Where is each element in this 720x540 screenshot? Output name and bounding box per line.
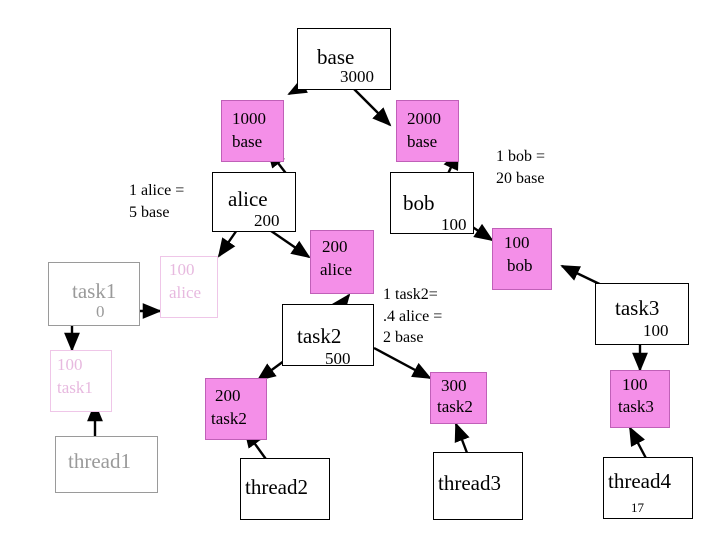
node-unit-200-task2[interactable] (205, 378, 267, 440)
node-task3[interactable] (595, 283, 689, 345)
node-task1-title: task1 (72, 279, 117, 303)
arrow-task2-to-300task2 (373, 346, 432, 380)
slide-page-number: 17 (631, 500, 644, 515)
node-unit-200-task2-line1: 200 (215, 386, 241, 405)
node-unit-100-bob[interactable] (492, 228, 552, 290)
node-alice[interactable] (212, 172, 296, 232)
node-base[interactable] (297, 28, 391, 90)
node-unit-100-alice-line1: 100 (169, 260, 195, 279)
node-unit-200-alice-line2: alice (320, 260, 353, 279)
node-thread1[interactable] (55, 436, 158, 493)
node-task1-count: 0 (96, 302, 105, 321)
note-alice-rate-line2: 5 base (129, 203, 170, 221)
node-thread2[interactable] (240, 458, 330, 520)
node-thread1-title: thread1 (68, 449, 131, 473)
node-unit-100-task1-line1: 100 (57, 355, 83, 374)
note-bob-rate-line2: 20 base (496, 169, 545, 187)
note-task2-rate: 1 task2= .4 alice = 2 base (383, 284, 442, 349)
node-unit-2000-base-line2: base (407, 132, 438, 151)
node-bob[interactable] (390, 172, 474, 234)
node-unit-100-task1[interactable] (50, 350, 112, 412)
node-unit-1000-base[interactable] (221, 100, 284, 162)
node-unit-100-alice-line2: alice (169, 283, 202, 302)
note-alice-rate: 1 alice = 5 base (129, 180, 184, 223)
node-thread3[interactable] (433, 452, 523, 520)
node-unit-1000-base-line2: base (232, 132, 263, 151)
node-task2-count: 500 (325, 349, 351, 368)
node-unit-2000-base-line1: 2000 (407, 109, 441, 128)
node-unit-100-task3-line1: 100 (622, 375, 648, 394)
node-unit-300-task2[interactable] (430, 372, 487, 424)
node-task2-title: task2 (297, 324, 342, 348)
node-unit-100-bob-line1: 100 (504, 233, 530, 252)
node-thread4-title: thread4 (608, 469, 671, 493)
node-base-title: base (317, 45, 355, 69)
node-base-count: 3000 (340, 67, 374, 86)
node-unit-100-task1-line2: task1 (57, 378, 93, 397)
node-unit-1000-base-line1: 1000 (232, 109, 266, 128)
note-task2-rate-line2: .4 alice = (383, 307, 443, 325)
node-thread4[interactable] (603, 457, 693, 519)
note-task2-rate-line1: 1 task2= (383, 286, 438, 303)
node-unit-200-task2-line2: task2 (211, 409, 247, 428)
node-unit-100-task3[interactable] (610, 370, 670, 428)
node-bob-count: 100 (441, 215, 467, 234)
node-task3-count: 100 (643, 321, 669, 340)
node-alice-count: 200 (254, 211, 280, 230)
node-unit-100-task3-line2: task3 (618, 397, 654, 416)
note-bob-rate: 1 bob = 20 base (496, 146, 545, 189)
node-bob-title: bob (403, 191, 435, 215)
node-unit-200-alice[interactable] (310, 230, 374, 294)
node-unit-300-task2-line2: task2 (437, 397, 473, 416)
node-task1[interactable] (48, 262, 140, 326)
node-unit-100-alice[interactable] (160, 256, 218, 318)
node-unit-2000-base[interactable] (396, 100, 459, 162)
node-thread2-title: thread2 (245, 475, 308, 499)
node-unit-200-alice-line1: 200 (322, 237, 348, 256)
note-alice-rate-line1: 1 alice = (129, 182, 185, 199)
note-bob-rate-line1: 1 bob = (496, 148, 546, 165)
node-task3-title: task3 (615, 296, 660, 320)
node-unit-100-bob-line2: bob (507, 256, 533, 275)
node-alice-title: alice (228, 187, 268, 211)
node-unit-300-task2-line1: 300 (441, 376, 467, 395)
node-thread3-title: thread3 (438, 471, 501, 495)
node-task2[interactable] (282, 304, 374, 366)
note-task2-rate-line3: 2 base (383, 329, 424, 347)
